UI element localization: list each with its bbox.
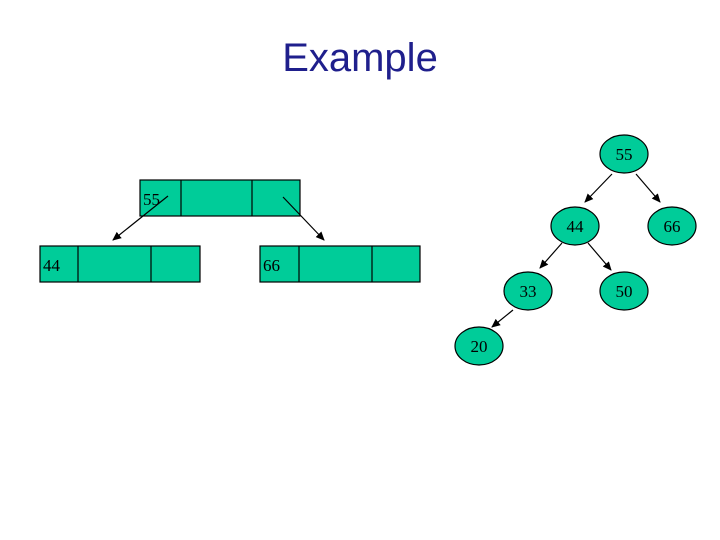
bst-node-label: 20 — [471, 337, 488, 356]
btree-pointer-right — [282, 196, 325, 241]
btree-root-box — [139, 179, 301, 217]
btree-left-box — [39, 245, 201, 283]
bst-edge-55-44 — [584, 173, 613, 203]
bst-node-55: 55 — [599, 134, 649, 174]
bst-node-44: 44 — [550, 206, 600, 246]
btree-left-key-0: 44 — [43, 256, 61, 275]
btree-right-key-0: 66 — [263, 256, 280, 275]
bst-node-label: 55 — [616, 145, 633, 164]
bst-node-label: 44 — [567, 217, 585, 236]
bst-node-20: 20 — [454, 326, 504, 366]
bst-edge-55-66 — [635, 173, 661, 203]
btree-root-key-0: 55 — [143, 190, 160, 209]
bst-node-label: 50 — [616, 282, 633, 301]
bst-node-50: 50 — [599, 271, 649, 311]
bst-edge-33-20 — [491, 309, 514, 328]
btree-root-node: 55 — [139, 179, 301, 217]
bst-node-label: 66 — [664, 217, 681, 236]
btree-right-box — [259, 245, 421, 283]
bst-edge-44-50 — [587, 242, 612, 271]
bst-node-66: 66 — [647, 206, 697, 246]
bst-edge-44-33 — [539, 242, 563, 269]
btree-right-child-node: 66 — [259, 245, 421, 283]
bst-node-33: 33 — [503, 271, 553, 311]
bst-node-label: 33 — [520, 282, 537, 301]
slide-title: Example — [282, 36, 438, 80]
btree-pointer-left — [112, 195, 169, 241]
btree-left-child-node: 44 — [39, 245, 201, 283]
